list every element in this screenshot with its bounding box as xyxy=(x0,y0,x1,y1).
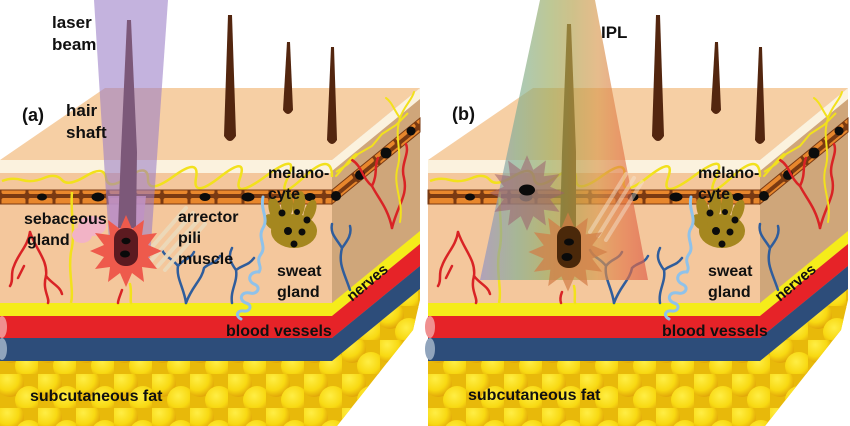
deep-blue-layer-side xyxy=(332,266,420,361)
panel-b-letter: (b) xyxy=(452,104,475,124)
label-blood-vessels-b: blood vessels xyxy=(662,323,768,340)
below-bulb-fibers xyxy=(116,282,133,305)
panel-a-letter: (a) xyxy=(22,105,44,125)
label-blood-vessels: blood vessels xyxy=(226,323,332,340)
superficial-nerve-fiber-side xyxy=(335,112,409,173)
label-laser: laser xyxy=(52,13,92,32)
label-ipl: IPL xyxy=(601,23,627,42)
hair-group xyxy=(224,15,337,144)
skin-block xyxy=(0,15,421,426)
hair-3 xyxy=(327,47,337,144)
label-muscle: muscle xyxy=(178,251,233,268)
laser-beam xyxy=(94,0,168,258)
label-sweat-b: sweat xyxy=(708,263,753,280)
nerve-layer xyxy=(0,303,332,316)
sebaceous-gland xyxy=(72,216,106,243)
label-sebaceous-gland: gland xyxy=(27,232,70,249)
label-sweat-gland: gland xyxy=(277,284,320,301)
blue-vessel-trees xyxy=(160,246,256,305)
label-sebaceous: sebaceous xyxy=(24,211,107,228)
label-melano: melano- xyxy=(268,165,329,182)
label-arrector: arrector xyxy=(178,209,238,226)
panel-b: (b) IPL melano- cyte sweat gland nerves … xyxy=(423,0,850,426)
label-subcutaneous-fat: subcutaneous fat xyxy=(30,388,163,405)
side-blue-vessel-tree xyxy=(330,222,352,292)
sweat-gland-duct xyxy=(235,195,267,321)
blue-layer-end-cap xyxy=(0,338,7,360)
label-subcutaneous-fat-b: subcutaneous fat xyxy=(468,387,601,404)
side-red-vessel-tree xyxy=(350,142,409,230)
blood-vessel-layer-side xyxy=(332,244,420,338)
melanin-dots xyxy=(37,126,416,202)
label-sweat: sweat xyxy=(277,263,322,280)
hair-1 xyxy=(224,15,236,141)
red-layer-end-cap xyxy=(0,316,7,338)
label-hair: hair xyxy=(66,101,98,120)
below-bulb-fibers-b xyxy=(559,284,577,305)
arrector-pili-muscle-b xyxy=(588,172,644,242)
side-nerve-fibers xyxy=(335,91,415,223)
stratum-corneum-band-side xyxy=(332,88,420,171)
hair-2 xyxy=(283,42,293,114)
deep-blue-layer xyxy=(0,338,332,361)
label-sweat-gland-b: gland xyxy=(708,284,751,301)
panel-a: laser beam (a) hair shaft sebaceous glan… xyxy=(0,0,421,426)
melanocyte-dots xyxy=(278,209,311,248)
label-melano-b: melano- xyxy=(698,165,759,182)
label-pili: pili xyxy=(178,230,201,247)
red-capillary-tree xyxy=(8,230,64,305)
subcutaneous-fat-layer xyxy=(0,289,420,426)
stratum-corneum-band xyxy=(0,160,332,173)
label-beam: beam xyxy=(52,35,96,54)
hair-bulb xyxy=(114,228,138,266)
dermal-nerve xyxy=(68,191,75,304)
label-cyte: cyte xyxy=(268,186,300,203)
label-cyte-b: cyte xyxy=(698,186,730,203)
nerve-layer-side xyxy=(332,231,420,316)
hair-bulb-b xyxy=(557,226,581,268)
blood-vessel-layer xyxy=(0,316,332,338)
hair-bulb-melanin-dots xyxy=(120,237,131,258)
hair-bulb-melanin-dots-b xyxy=(561,238,574,261)
epidermal-melanin-dot xyxy=(519,184,535,196)
label-shaft: shaft xyxy=(66,123,107,142)
